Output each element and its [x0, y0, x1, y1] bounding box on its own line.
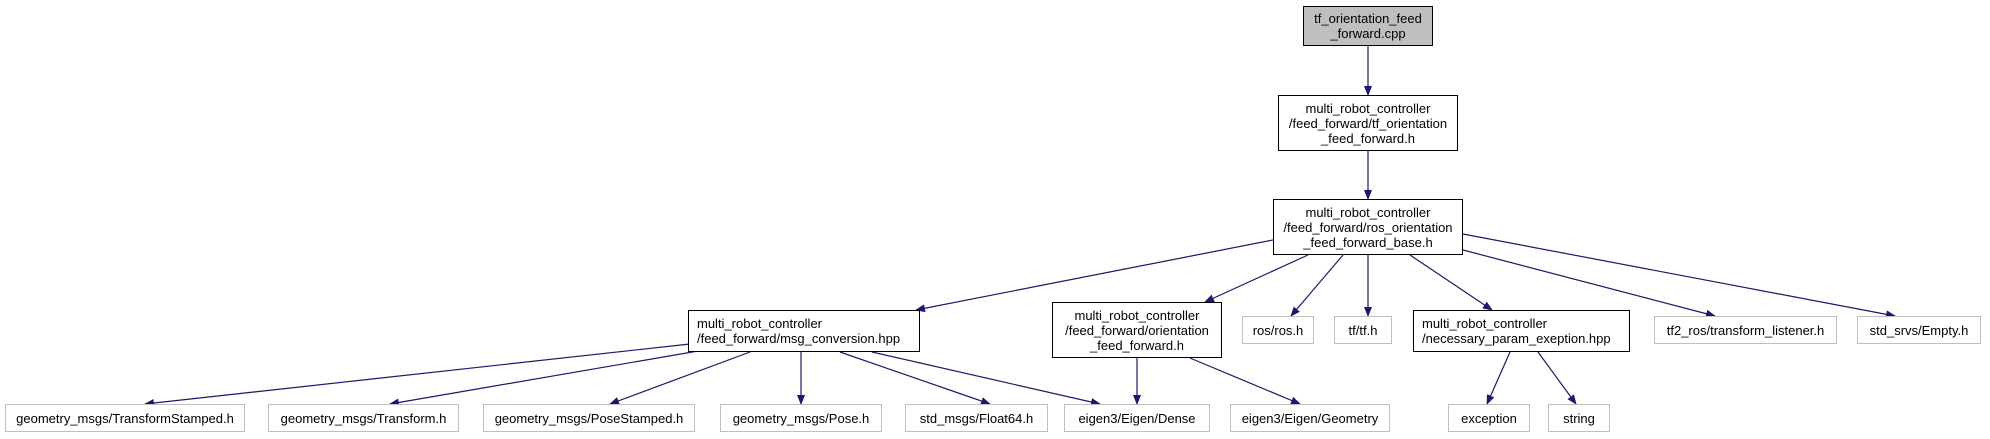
edge-base_h-to-msgconv [915, 238, 1279, 313]
node-label: tf_orientation_feed _forward.cpp [1314, 11, 1422, 41]
edge-base_h-to-tf2 [1462, 249, 1716, 318]
edge-orient_h-to-geometry [1189, 357, 1301, 405]
node-tf2-ros-transform-listener-h[interactable]: tf2_ros/transform_listener.h [1654, 316, 1837, 344]
node-std-srvs-empty-h[interactable]: std_srvs/Empty.h [1857, 316, 1981, 344]
edge-msgconv-to-tstamped [144, 343, 691, 407]
edge-base_h-to-ros_h [1290, 254, 1344, 317]
edge-base_h-to-empty [1462, 233, 1896, 319]
node-tf-h[interactable]: tf/tf.h [1334, 316, 1392, 344]
node-pose-stamped-h[interactable]: geometry_msgs/PoseStamped.h [483, 404, 695, 432]
node-ros-orientation-feed-forward-base-h[interactable]: multi_robot_controller /feed_forward/ros… [1273, 199, 1463, 255]
edge-base_h-to-npe [1409, 254, 1493, 311]
edge-npe-to-exception [1486, 351, 1511, 405]
node-label: std_msgs/Float64.h [919, 410, 1034, 426]
node-string[interactable]: string [1548, 404, 1610, 432]
node-label: multi_robot_controller /necessary_param_… [1422, 316, 1611, 346]
node-label: string [1563, 410, 1595, 426]
node-label: eigen3/Eigen/Dense [1078, 410, 1196, 426]
edge-npe-to-string [1537, 351, 1577, 405]
node-eigen-dense[interactable]: eigen3/Eigen/Dense [1064, 404, 1210, 432]
node-orientation-feed-forward-h[interactable]: multi_robot_controller /feed_forward/ori… [1052, 302, 1222, 358]
node-transform-h[interactable]: geometry_msgs/Transform.h [268, 404, 459, 432]
node-label: ros/ros.h [1252, 322, 1304, 338]
edge-msgconv-to-dense [871, 351, 1101, 406]
node-label: geometry_msgs/Transform.h [280, 410, 447, 426]
node-label: geometry_msgs/TransformStamped.h [16, 410, 234, 426]
node-label: geometry_msgs/PoseStamped.h [494, 410, 684, 426]
node-label: tf/tf.h [1348, 322, 1378, 338]
edge-msgconv-to-pstamped [609, 351, 751, 405]
node-eigen-geometry[interactable]: eigen3/Eigen/Geometry [1230, 404, 1390, 432]
node-label: geometry_msgs/Pose.h [732, 410, 870, 426]
node-label: tf2_ros/transform_listener.h [1666, 322, 1825, 338]
node-ros-h[interactable]: ros/ros.h [1242, 316, 1314, 344]
node-necessary-param-exeption-hpp[interactable]: multi_robot_controller /necessary_param_… [1413, 310, 1630, 352]
node-label: multi_robot_controller /feed_forward/ori… [1065, 307, 1209, 353]
node-label: exception [1461, 410, 1517, 426]
node-label: multi_robot_controller /feed_forward/tf_… [1288, 100, 1448, 146]
node-label: eigen3/Eigen/Geometry [1241, 410, 1379, 426]
node-msg-conversion-hpp[interactable]: multi_robot_controller /feed_forward/msg… [688, 310, 920, 352]
node-label: std_srvs/Empty.h [1869, 322, 1969, 338]
node-exception[interactable]: exception [1448, 404, 1530, 432]
node-transform-stamped-h[interactable]: geometry_msgs/TransformStamped.h [5, 404, 245, 432]
edge-base_h-to-orient_h [1204, 254, 1309, 303]
node-float64-h[interactable]: std_msgs/Float64.h [905, 404, 1048, 432]
edge-msgconv-to-float64 [839, 351, 991, 405]
edge-msgconv-to-transform [389, 349, 705, 407]
node-label: multi_robot_controller /feed_forward/ros… [1283, 204, 1453, 250]
node-label: multi_robot_controller /feed_forward/msg… [697, 316, 901, 346]
node-tf-orientation-feed-forward-h[interactable]: multi_robot_controller /feed_forward/tf_… [1278, 95, 1458, 151]
node-pose-h[interactable]: geometry_msgs/Pose.h [720, 404, 882, 432]
node-root[interactable]: tf_orientation_feed _forward.cpp [1303, 6, 1433, 46]
